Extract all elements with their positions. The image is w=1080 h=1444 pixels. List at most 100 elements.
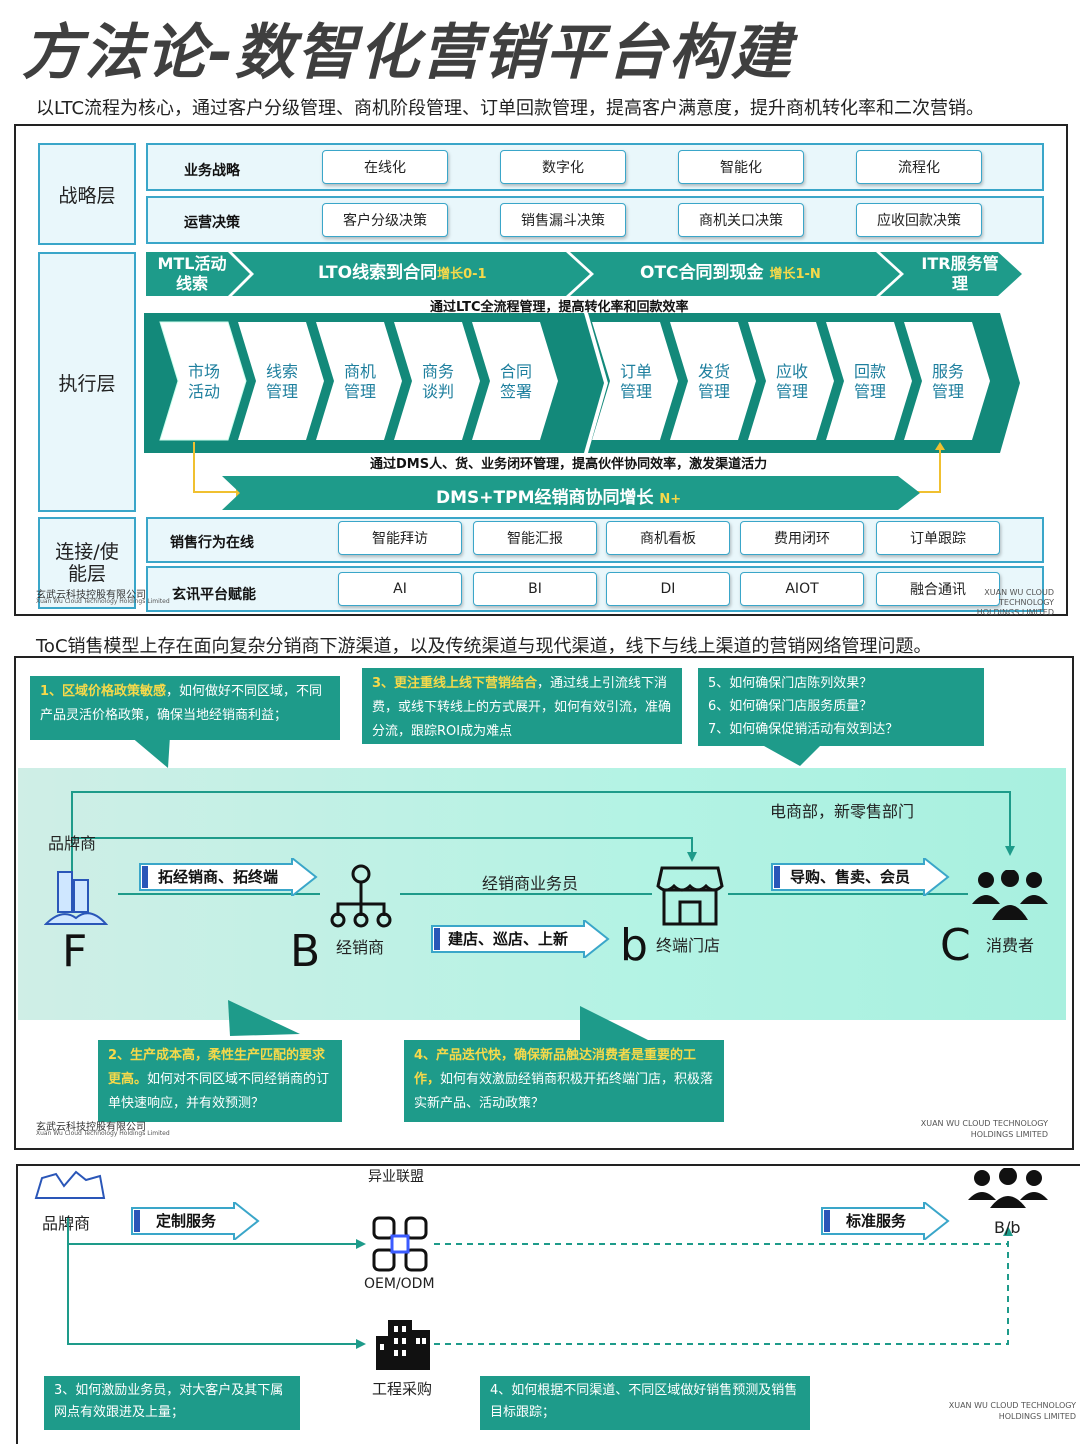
company-en-2: XUAN WU CLOUD TECHNOLOGY HOLDINGS LIMITE… — [920, 1119, 1048, 1139]
store-icon — [656, 866, 724, 926]
ecommerce-label: 电商部，新零售部门 — [770, 802, 915, 821]
sales-online-item: 商机看板 — [606, 521, 730, 555]
alliance-label: 异业联盟 — [368, 1169, 424, 1185]
itr-label: ITR服务管理 — [921, 254, 999, 293]
bb-group-icon — [968, 1168, 1048, 1208]
standard-service-arrow — [821, 1202, 950, 1240]
note-4-highlight: 4、产品迭代快，确保新品触达消费者是重要的工作， — [414, 1048, 697, 1087]
platform-label: 玄讯平台赋能 — [172, 587, 256, 603]
custom-service-arrow — [131, 1202, 260, 1240]
consumer-label: 消费者 — [986, 936, 1035, 955]
brand-label-3: 品牌商 — [42, 1214, 91, 1233]
company-en-1: XUAN WU CLOUD TECHNOLOGY HOLDINGS LIMITE… — [976, 588, 1054, 617]
dealer-network-icon — [330, 864, 392, 928]
sales-online-item: 智能拜访 — [338, 521, 462, 555]
company-en-small-2: Xuan Wu Cloud Technology Holdings Limite… — [36, 1130, 170, 1137]
company-en-3: XUAN WU CLOUD TECHNOLOGY HOLDINGS LIMITE… — [948, 1401, 1076, 1421]
note-1: 1、区域价格政策敏感，如何做好不同区域，不同产品灵活价格政策，确保当地经销商利益… — [30, 676, 340, 740]
channel-lines — [71, 791, 1015, 895]
step-negotiation: 商务谈判 — [421, 362, 454, 401]
build-store-arrow — [431, 920, 610, 958]
engineering-label: 工程采购 — [372, 1380, 433, 1398]
ltc-caption: 通过LTC全流程管理，提高转化率和回款效率 — [430, 300, 689, 315]
note-2: 2、生产成本高，柔性生产匹配的要求更高。如何对不同区域不同经销商的订单快速响应，… — [98, 1040, 342, 1122]
top-flow-arrows — [146, 252, 1022, 296]
letter-b-small: b — [620, 920, 648, 971]
step-receivable: 应收管理 — [775, 362, 808, 401]
business-strategy-label: 业务战略 — [184, 163, 240, 179]
execution-layer-label: 执行层 — [58, 372, 116, 395]
lto-growth: 增长0-1 — [437, 267, 487, 282]
platform-item: BI — [473, 572, 597, 606]
note-6: 6、如何确保门店服务质量？ — [708, 699, 873, 714]
note-4: 4、产品迭代快，确保新品触达消费者是重要的工作，如何有效激励经销商积极开拓终端门… — [404, 1040, 724, 1122]
mtl-label: MTL活动线索 — [157, 254, 227, 293]
execution-layer: 执行层 — [38, 252, 136, 512]
sales-online-label: 销售行为在线 — [170, 535, 254, 551]
strategy-item: 智能化 — [678, 150, 804, 184]
guide-sell-arrow — [771, 858, 950, 896]
strategy-item: 数字化 — [500, 150, 626, 184]
guide-sell-label: 导购、售卖、会员 — [790, 868, 911, 886]
note-7: 7、如何确保促销活动有效到达？ — [708, 722, 899, 737]
lto-label: LTO线索到合同增长0-1 — [318, 263, 487, 285]
strategy-item: 在线化 — [322, 150, 448, 184]
step-collection: 回款管理 — [853, 362, 886, 401]
sales-online-item: 订单跟踪 — [876, 521, 1000, 555]
letter-c: C — [940, 920, 971, 971]
strategy-item: 流程化 — [856, 150, 982, 184]
section2-subtitle: ToC销售模型上存在面向复杂分销商下游渠道，以及传统渠道与现代渠道，线下与线上渠… — [36, 636, 932, 657]
decision-item: 应收回款决策 — [856, 203, 982, 237]
note-3-b2b: 3、如何激励业务员，对大客户及其下属网点有效跟进及上量； — [44, 1376, 300, 1430]
section1-subtitle: 以LTC流程为核心，通过客户分级管理、商机阶段管理、订单回款管理，提高客户满意度… — [36, 98, 985, 119]
note-4-b2b: 4、如何根据不同渠道、不同区域做好销售预测及销售目标跟踪； — [480, 1376, 810, 1430]
bb-label: B/b — [994, 1218, 1021, 1237]
step-opportunity: 商机管理 — [343, 362, 376, 401]
steps-chevrons — [159, 321, 990, 441]
operation-decision-label: 运营决策 — [184, 215, 240, 231]
letter-b: B — [290, 926, 321, 977]
sales-online-item: 智能汇报 — [473, 521, 597, 555]
decision-item: 客户分级决策 — [322, 203, 448, 237]
platform-item: AIOT — [740, 572, 864, 606]
dms-connectors — [193, 442, 945, 497]
step-service: 服务管理 — [931, 362, 964, 401]
company-cn-2: 玄武云科技控股有限公司 — [36, 1122, 146, 1133]
letter-f: F — [62, 926, 88, 977]
step-lead: 线索管理 — [265, 362, 298, 401]
note-567: 5、如何确保门店陈列效果？ 6、如何确保门店服务质量？ 7、如何确保促销活动有效… — [698, 668, 984, 746]
dealer-label: 经销商 — [336, 938, 385, 957]
note-2-text: 如何对不同区域不同经销商的订单快速响应，并有效预测？ — [108, 1072, 330, 1111]
note-2-highlight: 2、生产成本高，柔性生产匹配的要求更高。 — [108, 1048, 326, 1087]
dms-bar-label: DMS+TPM经销商协同增长 N+ — [436, 483, 681, 508]
strategy-layer: 战略层 — [38, 143, 136, 245]
standard-service-label: 标准服务 — [846, 1212, 907, 1230]
page-title: 方法论-数智化营销平台构建 — [22, 18, 793, 88]
building-icon — [376, 1320, 430, 1370]
expand-arrow — [139, 858, 318, 896]
note-3-highlight: 3、更注重线上线下营销结合 — [372, 676, 538, 691]
step-contract: 合同签署 — [499, 362, 532, 401]
step-market: 市场活动 — [187, 362, 220, 401]
expand-label: 拓经销商、拓终端 — [158, 868, 279, 886]
decision-item: 商机关口决策 — [678, 203, 804, 237]
brand-building-icon — [44, 871, 108, 925]
otc-text: OTC合同到现金 — [640, 263, 764, 283]
oem-label: OEM/ODM — [364, 1276, 435, 1292]
brand-label: 品牌商 — [48, 834, 97, 853]
lto-text: LTO线索到合同 — [318, 263, 438, 283]
platform-item: 融合通讯 — [876, 572, 1000, 606]
company-en-small-1: Xuan Wu Cloud Technology Holdings Limite… — [36, 598, 170, 605]
note-5: 5、如何确保门店陈列效果？ — [708, 676, 873, 691]
sales-online-item: 费用闭环 — [740, 521, 864, 555]
note-3-text: ，通过线上引流线下消费，或线下转线上的方式展开，如何有效引流，准确分流，跟踪RO… — [372, 676, 672, 739]
b2b-panel — [16, 1164, 1080, 1444]
build-store-label: 建店、巡店、上新 — [448, 930, 569, 948]
platform-item: DI — [606, 572, 730, 606]
otc-label: OTC合同到现金 增长1-N — [640, 263, 821, 285]
dealer-staff-label: 经销商业务员 — [482, 874, 579, 893]
note-1-text: ，如何做好不同区域，不同产品灵活价格政策，确保当地经销商利益； — [40, 684, 323, 723]
otc-growth: 增长1-N — [769, 267, 821, 282]
oem-grid-icon — [372, 1216, 428, 1272]
dms-growth: N+ — [659, 492, 682, 507]
